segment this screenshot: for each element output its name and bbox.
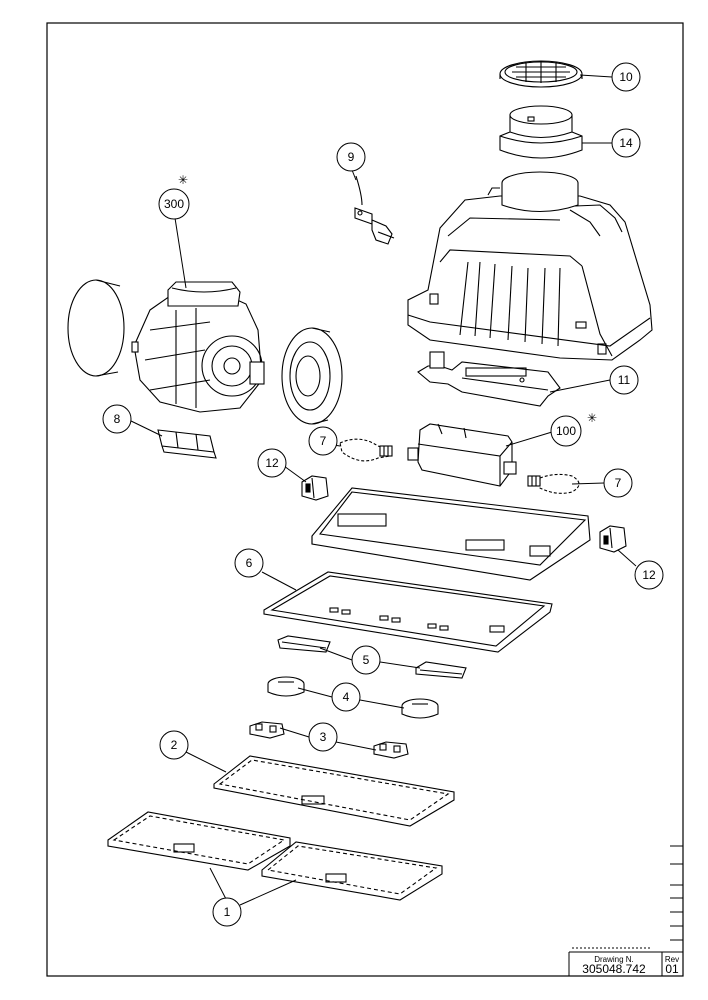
part-main-frame bbox=[311, 487, 591, 581]
part-lamp-holder-box bbox=[407, 423, 517, 487]
callout-4: 4 bbox=[331, 682, 361, 712]
part-control-bracket bbox=[417, 351, 561, 407]
callout-10: 10 bbox=[611, 62, 641, 92]
svg-text:7: 7 bbox=[320, 434, 327, 448]
part-lamp-cover-right bbox=[401, 698, 439, 719]
callout-5: 5 bbox=[351, 645, 381, 675]
svg-text:3: 3 bbox=[320, 730, 327, 744]
part-grille bbox=[499, 60, 583, 88]
part-gasket-frame bbox=[263, 571, 553, 653]
part-clip-left bbox=[301, 475, 329, 501]
callout-100: 100 bbox=[550, 415, 582, 447]
svg-text:14: 14 bbox=[619, 136, 633, 150]
callout-7-left: 7 bbox=[308, 426, 338, 456]
revision-tick-marks bbox=[670, 845, 683, 941]
svg-text:5: 5 bbox=[363, 653, 370, 667]
svg-text:10: 10 bbox=[619, 70, 633, 84]
callout-11: 11 bbox=[609, 365, 639, 395]
revision-label: Rev bbox=[665, 955, 679, 964]
part-power-cable bbox=[354, 175, 395, 245]
callout-12-left: 12 bbox=[257, 448, 287, 478]
svg-text:12: 12 bbox=[642, 568, 656, 582]
part-grease-filter-large bbox=[213, 755, 455, 827]
drawing-frame bbox=[46, 22, 684, 977]
callout-12-right: 12 bbox=[634, 560, 664, 590]
callout-3: 3 bbox=[308, 722, 338, 752]
part-capacitor bbox=[157, 429, 217, 459]
revision-value: 01 bbox=[665, 962, 679, 976]
spare-marker-100: ✳ bbox=[587, 411, 597, 425]
callout-14: 14 bbox=[611, 128, 641, 158]
svg-text:1: 1 bbox=[224, 905, 231, 919]
part-grease-filter-left bbox=[107, 811, 291, 871]
drawing-number: 305048.742 bbox=[582, 962, 646, 976]
callout-6: 6 bbox=[234, 548, 264, 578]
callout-8: 8 bbox=[102, 404, 132, 434]
svg-text:100: 100 bbox=[556, 424, 576, 438]
spare-marker-300: ✳ bbox=[178, 173, 188, 187]
part-lamp-cover-left bbox=[267, 676, 305, 697]
part-latch-right bbox=[373, 741, 409, 759]
svg-text:7: 7 bbox=[615, 476, 622, 490]
callout-9: 9 bbox=[336, 142, 366, 172]
part-filter-holder-left bbox=[277, 635, 331, 653]
part-bulb-right bbox=[527, 473, 580, 494]
leader-lines bbox=[128, 74, 637, 906]
part-motor bbox=[67, 279, 265, 413]
part-clip-right bbox=[599, 525, 627, 553]
svg-text:8: 8 bbox=[114, 412, 121, 426]
svg-text:11: 11 bbox=[618, 373, 631, 387]
svg-text:4: 4 bbox=[343, 690, 350, 704]
svg-text:6: 6 bbox=[246, 556, 253, 570]
part-motor-ring bbox=[281, 327, 343, 425]
svg-text:12: 12 bbox=[265, 456, 279, 470]
part-bulb-left bbox=[339, 438, 393, 462]
callout-7-right: 7 bbox=[603, 468, 633, 498]
callout-2: 2 bbox=[159, 730, 189, 760]
part-filter-holder-right bbox=[415, 661, 467, 679]
svg-text:2: 2 bbox=[171, 738, 178, 752]
svg-text:300: 300 bbox=[164, 197, 184, 211]
title-block bbox=[568, 947, 683, 976]
part-grease-filter-right bbox=[261, 841, 443, 901]
svg-text:9: 9 bbox=[348, 150, 355, 164]
part-hood-body bbox=[407, 171, 653, 361]
part-latch-left bbox=[249, 721, 285, 739]
callout-300: 300 bbox=[158, 188, 190, 220]
part-collar bbox=[499, 105, 583, 159]
drawing-number-label: Drawing N. bbox=[594, 955, 634, 964]
callout-1: 1 bbox=[212, 897, 242, 927]
